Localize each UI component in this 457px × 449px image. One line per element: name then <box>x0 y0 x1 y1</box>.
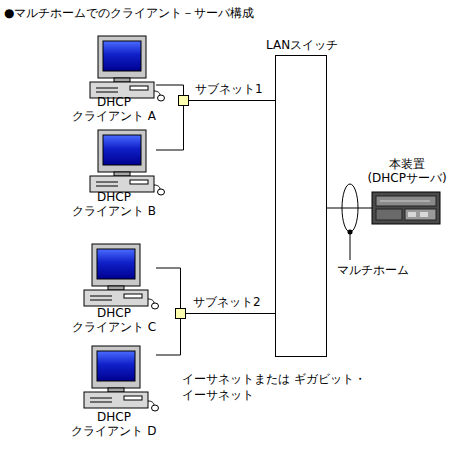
network-cable <box>186 313 275 314</box>
client-label: DHCP クライアント D <box>64 410 164 438</box>
lan-switch: LANスイッチ <box>275 55 327 357</box>
client-label: DHCP クライアント B <box>64 190 164 218</box>
subnet-label: サブネット1 <box>195 82 263 96</box>
subnet-hub: サブネット2 <box>175 308 186 319</box>
server-label: 本装置 (DHCPサーバ) <box>362 157 452 185</box>
client-label: DHCP クライアント A <box>64 95 164 123</box>
client-pc-icon <box>84 346 159 411</box>
leader-line <box>350 232 351 260</box>
network-cable <box>189 100 275 101</box>
dhcp-server: 本装置 (DHCPサーバ) <box>372 157 442 227</box>
subnet-label: サブネット2 <box>193 295 261 309</box>
diagram-title: ●マルチホームでのクライアント－サーバ構成 <box>4 5 254 21</box>
dhcp-client: DHCP クライアント A <box>72 30 156 123</box>
client-pc-icon <box>90 130 165 195</box>
network-cable <box>156 85 184 95</box>
network-cable <box>156 268 181 308</box>
dhcp-client: DHCP クライアント B <box>72 125 156 218</box>
client-pc-icon <box>90 36 165 101</box>
multihome-ellipse <box>342 184 358 232</box>
subnet-hub: サブネット1 <box>178 95 189 106</box>
server-icon <box>372 192 440 224</box>
leader-dot <box>348 230 353 235</box>
dhcp-client: DHCP クライアント C <box>72 240 156 334</box>
client-label: DHCP クライアント C <box>64 306 164 334</box>
switch-label: LANスイッチ <box>266 38 338 52</box>
network-cable <box>156 319 181 355</box>
network-cable <box>327 208 372 209</box>
media-note: イーサネットまたは ギガビット・イーサネット <box>182 371 382 403</box>
network-cable <box>156 106 184 150</box>
multihome-label: マルチホーム <box>337 262 447 278</box>
dhcp-client: DHCP クライアント D <box>72 343 156 438</box>
client-pc-icon <box>84 244 159 309</box>
